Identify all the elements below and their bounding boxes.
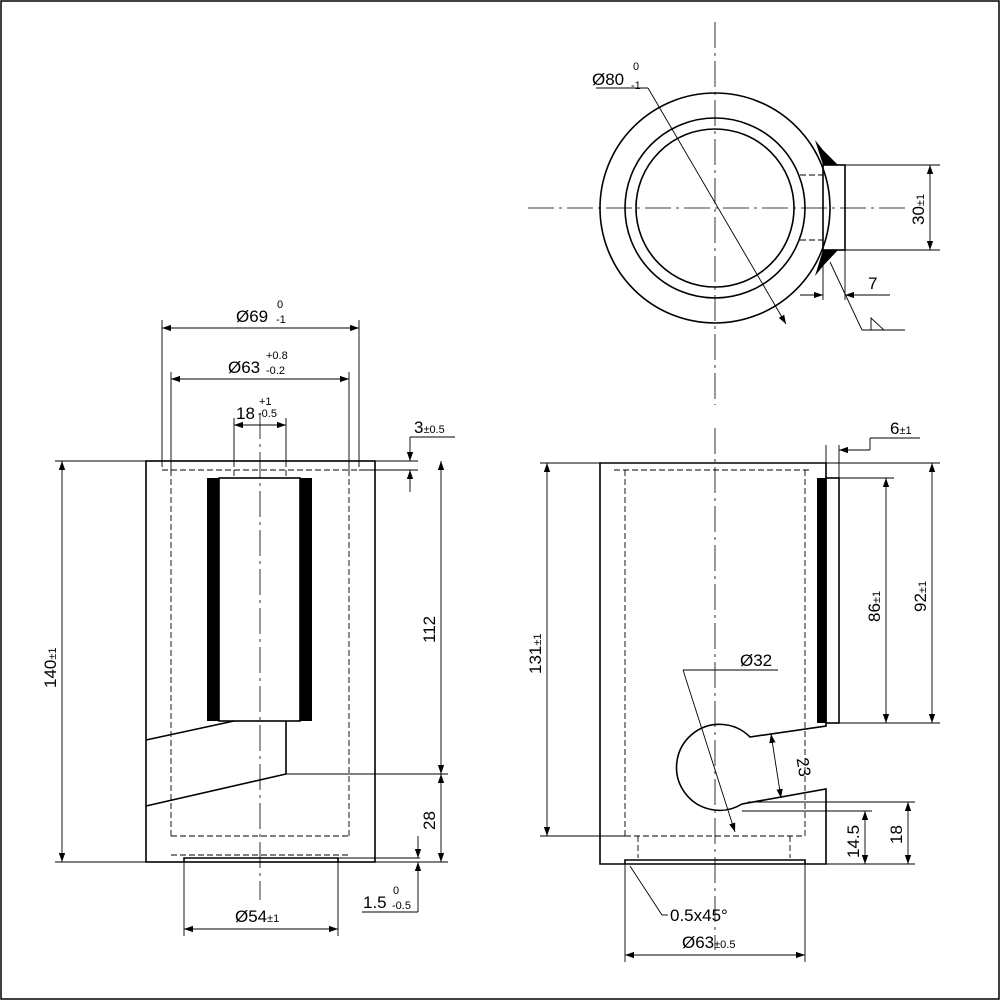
front-view: Ø69 0 -1 Ø63 +0.8 -0.2 18 +1 -0.5 3±0.5 … — [41, 299, 455, 936]
dim6-label: 6±1 — [890, 419, 912, 438]
dim92-label: 92±1 — [911, 581, 930, 612]
dim28-label: 28 — [420, 811, 439, 830]
dia69-lower: -1 — [276, 314, 286, 326]
body-outline — [145, 460, 376, 863]
dia80-upper: 0 — [633, 61, 639, 73]
slot-ramp — [145, 773, 287, 807]
dia54-label: Ø54±1 — [235, 907, 279, 926]
dia69-label: Ø69 — [236, 307, 268, 326]
dia69-upper: 0 — [277, 299, 283, 311]
dim86-label: 86±1 — [865, 591, 884, 622]
side-view: 6±1 131±1 86±1 92±1 Ø32 23 14.5 18 0.5x4… — [526, 419, 940, 962]
outer-circle — [599, 92, 831, 324]
dim145-label: 14.5 — [844, 825, 863, 858]
dim131-label: 131±1 — [526, 633, 545, 674]
dim15-label: 1.5 — [363, 893, 387, 912]
weld-bottom — [815, 250, 838, 276]
chamfer-leader — [629, 865, 663, 916]
dim15-lower: -0.5 — [392, 900, 411, 912]
bottom-step — [624, 859, 806, 864]
chamfer-label: 0.5x45° — [670, 906, 728, 925]
dia80-lower: -1 — [631, 80, 641, 92]
weld-bar — [817, 478, 826, 723]
slot-inner — [218, 477, 301, 722]
top-view: Ø80 0 -1 30±1 7 — [528, 22, 940, 405]
inner-circle — [635, 128, 795, 288]
bottom-step — [183, 857, 339, 862]
dia63-upper: +0.8 — [266, 350, 288, 362]
dim140-label: 140±1 — [41, 647, 60, 688]
dim23-label: 23 — [793, 756, 815, 778]
lug — [825, 477, 840, 724]
dia63-label: Ø63 — [228, 358, 260, 377]
slot-lower-edge-left — [145, 720, 235, 741]
dim30-label: 30±1 — [909, 194, 928, 225]
dia80-label: Ø80 — [592, 70, 624, 89]
dia63-lower: -0.2 — [266, 365, 285, 377]
dia80-leader — [647, 87, 787, 325]
weld-leader — [829, 261, 863, 331]
dia63-label: Ø63±0.5 — [682, 933, 735, 952]
dim15-upper: 0 — [393, 885, 399, 897]
dim18-lower: -0.5 — [258, 408, 277, 420]
dim112-label: 112 — [420, 616, 439, 643]
dim7-label: 7 — [868, 274, 877, 293]
body-outline — [599, 462, 827, 865]
dim18-label: 18 — [236, 404, 255, 423]
dim18-label: 18 — [887, 825, 906, 844]
middle-circle — [624, 117, 806, 299]
weld-top — [815, 140, 838, 165]
fillet-weld-symbol — [870, 316, 886, 331]
dia32-leader — [682, 669, 736, 833]
dim18-upper: +1 — [259, 396, 272, 408]
dia32-label: Ø32 — [740, 651, 772, 670]
weld-bar-right — [300, 478, 312, 721]
dim3-label: 3±0.5 — [414, 418, 445, 437]
dim23-line — [769, 733, 783, 799]
weld-bar-left — [207, 478, 219, 721]
